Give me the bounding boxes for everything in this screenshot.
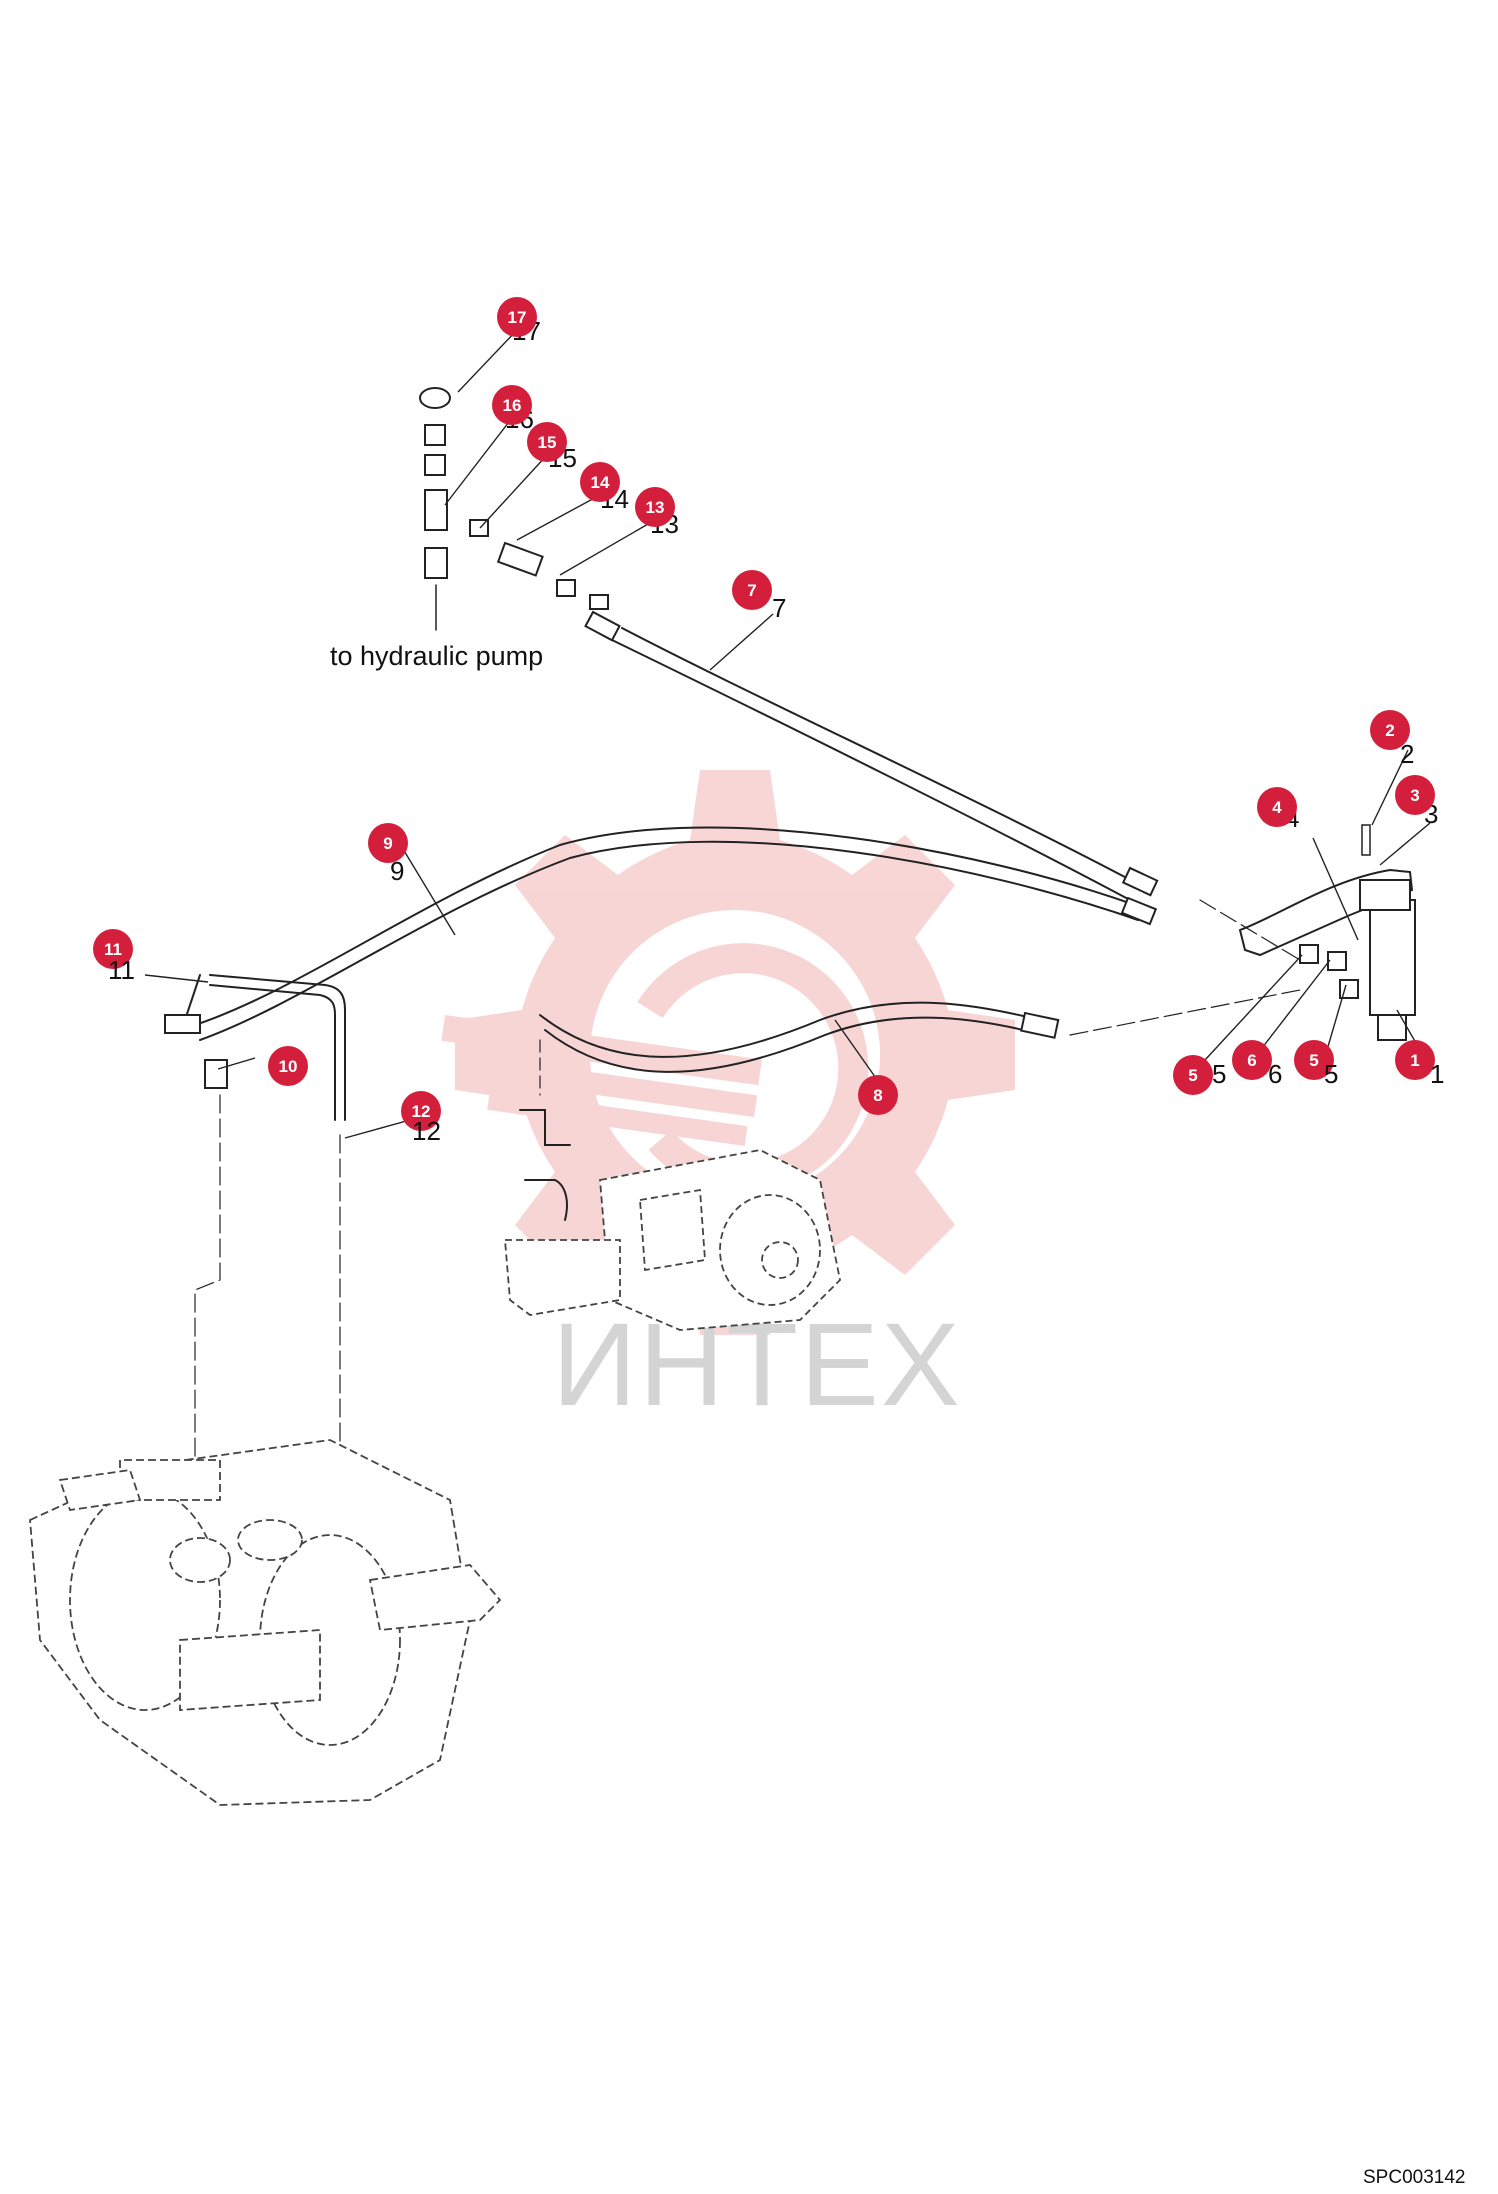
callout-pin-number: 14 (591, 473, 610, 492)
callout-pin-number: 7 (747, 581, 756, 600)
callout-label: 1 (1430, 1059, 1444, 1089)
callout-pin-number: 2 (1385, 721, 1394, 740)
callout-17[interactable]: 17 17 (497, 297, 541, 346)
callout-label: 2 (1400, 739, 1414, 769)
callout-pin-number: 11 (104, 940, 122, 959)
callout-pin (1395, 1040, 1435, 1080)
callout-5-right[interactable]: 5 5 (1294, 1040, 1338, 1089)
callout-pin-number: 16 (503, 396, 522, 415)
callout-pin (497, 297, 537, 337)
callout-leaders (144, 329, 1431, 1139)
callout-pin-number: 6 (1247, 1051, 1256, 1070)
callout-pin (1370, 710, 1410, 750)
hydraulic-pump-drawing (504, 1149, 841, 1331)
watermark-stripe (487, 1090, 748, 1146)
callout-9[interactable]: 9 9 (368, 823, 408, 886)
figure-reference: SPC003142 (1363, 2167, 1465, 2188)
callout-pin (732, 570, 772, 610)
callout-6[interactable]: 6 6 (1232, 1040, 1282, 1089)
callout-label: 5 (1212, 1059, 1226, 1089)
callout-2[interactable]: 2 2 (1370, 710, 1414, 769)
callout-pin-number: 9 (383, 834, 392, 853)
callout-pin (268, 1046, 308, 1086)
callout-11[interactable]: 11 11 (93, 929, 135, 985)
callout-pin (1257, 787, 1297, 827)
callout-7[interactable]: 7 7 (732, 570, 786, 623)
callout-pin-number: 4 (1272, 798, 1282, 817)
callout-1[interactable]: 1 1 (1395, 1040, 1444, 1089)
callout-pin (93, 929, 133, 969)
callout-4[interactable]: 4 4 (1257, 787, 1299, 833)
callout-label: 5 (1324, 1059, 1338, 1089)
callout-3[interactable]: 3 3 (1395, 775, 1438, 829)
callout-8[interactable]: 8 (858, 1075, 898, 1115)
callout-pin-number: 1 (1410, 1051, 1419, 1070)
callout-pin (1232, 1040, 1272, 1080)
callout-5-left[interactable]: 5 5 (1173, 1055, 1226, 1095)
watermark-stripe (441, 1014, 762, 1086)
callout-label: 11 (108, 955, 135, 985)
callout-13[interactable]: 13 13 (635, 487, 679, 539)
callout-pin (858, 1075, 898, 1115)
callout-pin-number: 3 (1410, 786, 1419, 805)
callout-label: 6 (1268, 1059, 1282, 1089)
callout-10[interactable]: 10 (268, 1046, 308, 1086)
callout-16[interactable]: 16 16 (492, 385, 534, 434)
callout-pin-number: 12 (412, 1102, 431, 1121)
callout-pin (492, 385, 532, 425)
callout-pin (635, 487, 675, 527)
callout-pin (580, 462, 620, 502)
callout-pin (1395, 775, 1435, 815)
callout-14[interactable]: 14 14 (580, 462, 629, 514)
callout-pin-number: 10 (279, 1057, 298, 1076)
callout-pin (1294, 1040, 1334, 1080)
callout-15[interactable]: 15 15 (527, 422, 577, 473)
callout-pin (527, 422, 567, 462)
callout-pin (1173, 1055, 1213, 1095)
transmission-drawing (29, 1439, 502, 1806)
callout-pin-number: 17 (508, 308, 527, 327)
callout-pin-number: 15 (538, 433, 557, 452)
hydraulic-lines (164, 387, 1416, 1481)
callout-pin (368, 823, 408, 863)
callout-pin-number: 5 (1188, 1066, 1197, 1085)
callout-label: 7 (772, 593, 786, 623)
callout-label: 12 (412, 1116, 441, 1146)
to-hydraulic-pump-caption: to hydraulic pump (330, 641, 543, 671)
callout-12[interactable]: 12 12 (401, 1091, 441, 1146)
callout-pin-number: 5 (1309, 1051, 1318, 1070)
callout-label: 9 (390, 856, 404, 886)
callout-pin (401, 1091, 441, 1131)
callout-pin-number: 8 (873, 1086, 882, 1105)
watermark-gear-icon (455, 770, 1015, 1335)
watermark-stripe (466, 1055, 758, 1118)
callout-pin-number: 13 (646, 498, 665, 517)
